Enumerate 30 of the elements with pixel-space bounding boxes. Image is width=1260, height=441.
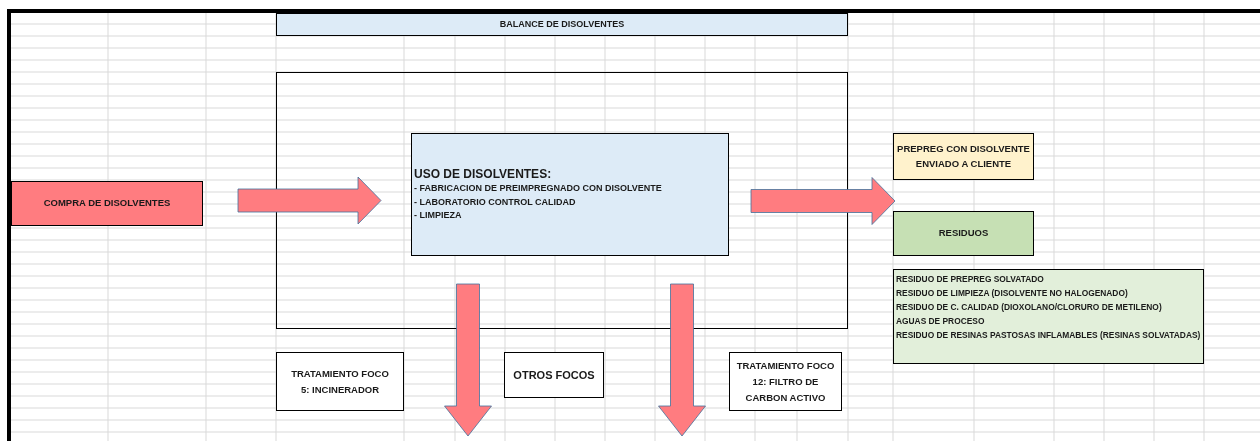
box-text: OTROS FOCOS xyxy=(513,367,595,383)
box-text: RESIDUO DE LIMPIEZA (DISOLVENTE NO HALOGENADO) xyxy=(896,287,1128,300)
treatment-box xyxy=(729,352,842,411)
box-text: RESIDUO DE PREPREG SOLVATADO xyxy=(896,273,1044,286)
process-box xyxy=(411,133,729,256)
box-text: TRATAMIENTO FOCO 5: INCINERADOR xyxy=(290,366,390,397)
block-arrow xyxy=(237,176,382,225)
block-arrow xyxy=(658,283,706,437)
box-text: PREPREG CON DISOLVENTE ENVIADO A CLIENTE xyxy=(896,142,1031,171)
box-heading: USO DE DISOLVENTES: xyxy=(414,166,552,183)
treatment-box xyxy=(276,352,404,411)
box-text: AGUAS DE PROCESO xyxy=(896,315,985,328)
box-text: TRATAMIENTO FOCO 12: FILTRO DE CARBON ACTIVO xyxy=(735,358,836,405)
output-box xyxy=(893,211,1034,256)
box-text: - FABRICACION DE PREIMPREGNADO CON DISOLVENTE xyxy=(414,182,662,196)
list-box xyxy=(893,269,1204,364)
block-arrow xyxy=(750,177,896,225)
source-box xyxy=(11,181,203,226)
box-text: RESIDUO DE RESINAS PASTOSAS INFLAMABLES (RESINAS SOLVATADAS) xyxy=(896,329,1201,342)
block-arrow xyxy=(444,283,492,437)
title-banner xyxy=(276,13,848,36)
box-text: COMPRA DE DISOLVENTES xyxy=(43,196,171,211)
source-box xyxy=(504,352,604,398)
box-text: - LABORATORIO CONTROL CALIDAD xyxy=(414,195,576,209)
box-text: RESIDUOS xyxy=(938,226,989,241)
output-box xyxy=(893,133,1034,180)
box-text: RESIDUO DE C. CALIDAD (DIOXOLANO/CLORURO DE METILENO) xyxy=(896,301,1162,314)
frame-box xyxy=(276,72,848,329)
box-text: - LIMPIEZA xyxy=(414,209,462,223)
box-text: BALANCE DE DISOLVENTES xyxy=(499,17,625,31)
